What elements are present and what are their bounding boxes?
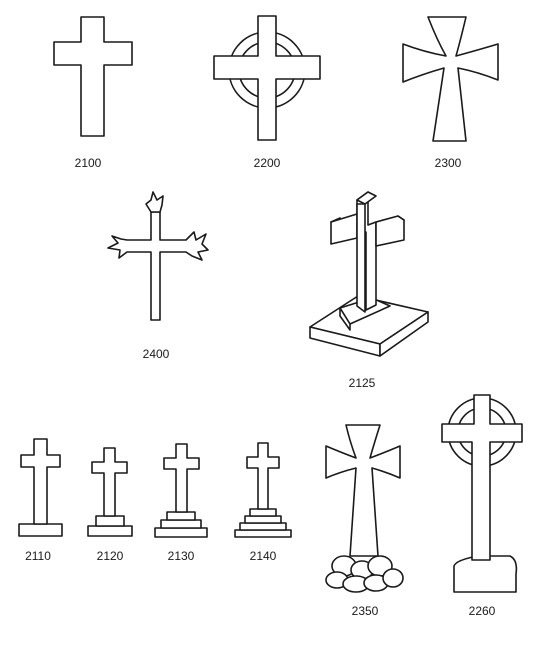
cross-2100-icon xyxy=(53,16,133,137)
cross-2300-icon xyxy=(402,16,499,142)
item-code-2100: 2100 xyxy=(74,156,102,170)
cross-2260-icon xyxy=(441,394,523,593)
item-code-2300: 2300 xyxy=(434,156,462,170)
item-code-2120: 2120 xyxy=(96,549,124,563)
item-code-2400: 2400 xyxy=(142,347,170,361)
cross-2120-icon xyxy=(87,447,133,537)
item-code-2110: 2110 xyxy=(25,549,51,563)
cross-2350-icon xyxy=(325,424,404,593)
cross-2400-icon xyxy=(107,191,209,321)
item-code-2260: 2260 xyxy=(468,604,496,618)
item-code-2200: 2200 xyxy=(253,156,281,170)
item-code-2350: 2350 xyxy=(351,604,379,618)
item-code-2130: 2130 xyxy=(167,549,195,563)
cross-2125-icon xyxy=(309,191,429,357)
item-code-2140: 2140 xyxy=(249,549,277,563)
item-code-2125: 2125 xyxy=(348,376,376,390)
cross-2130-icon xyxy=(154,443,208,538)
cross-2110-icon xyxy=(18,438,63,537)
cross-2200-icon xyxy=(213,15,321,141)
cross-2140-icon xyxy=(234,442,292,538)
